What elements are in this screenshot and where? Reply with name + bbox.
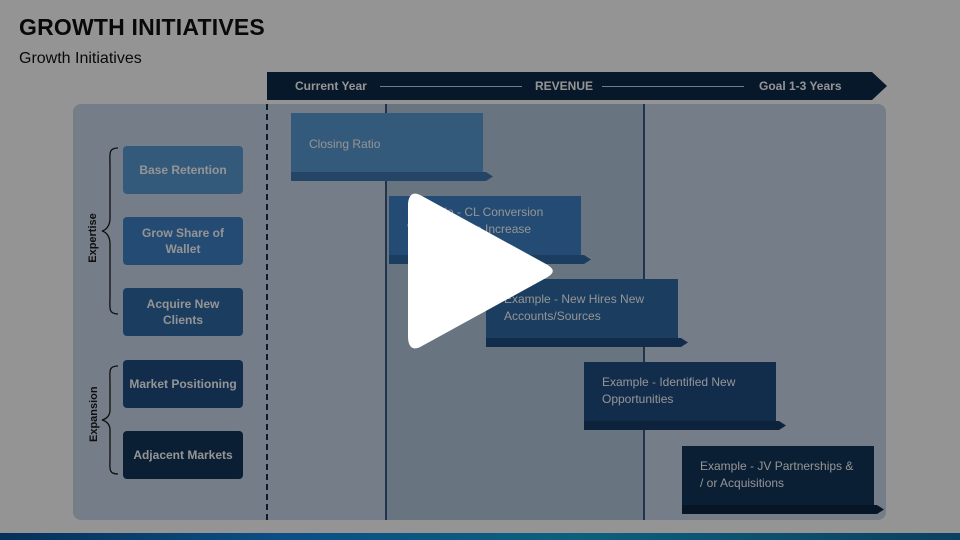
step-identified-opportunities: Example - Identified New Opportunities [584,362,786,430]
expertise-brace-icon [101,147,119,315]
initiative-acquire-new-clients: Acquire New Clients [123,288,243,336]
slide-title: GROWTH INITIATIVES [19,14,265,40]
step-arrow-shape [291,172,493,181]
banner-divider-right [602,86,744,87]
step-arrow-shape [486,338,688,347]
initiative-base-retention: Base Retention [123,146,243,194]
banner-current-year: Current Year [295,79,367,93]
step-jv-partnerships: Example - JV Partnerships & / or Acquisi… [682,446,884,514]
video-progress-strip[interactable] [0,533,960,540]
initiative-market-positioning: Market Positioning [123,360,243,408]
column-divider-1 [385,104,387,520]
initiative-grow-share-of-wallet: Grow Share of Wallet [123,217,243,265]
banner-revenue: REVENUE [535,79,594,93]
initiative-adjacent-markets: Adjacent Markets [123,431,243,479]
revenue-banner: Current Year REVENUE Goal 1-3 Years [267,72,887,100]
step-arrow-shape [584,421,786,430]
banner-goal: Goal 1-3 Years [759,79,842,93]
step-text: Example - New Hires New Accounts/Sources [504,292,645,324]
step-text: Closing Ratio [309,137,381,151]
banner-divider-left [380,86,522,87]
expansion-brace-icon [101,365,119,475]
step-text: Example - Identified New Opportunities [602,375,736,407]
banner-arrow-shape [267,72,887,100]
step-arrow-shape [682,505,884,514]
slide-subtitle: Growth Initiatives [19,50,142,67]
current-year-dashed-line [266,104,268,520]
step-closing-ratio: Closing Ratio [291,113,493,181]
play-icon[interactable] [408,190,554,352]
step-text: Example - JV Partnerships & / or Acquisi… [700,459,854,491]
